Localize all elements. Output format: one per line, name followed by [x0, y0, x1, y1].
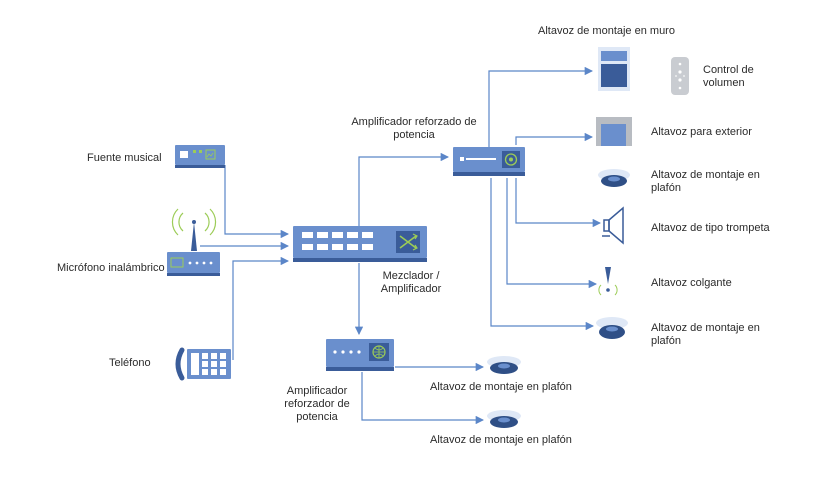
ceiling-speaker-label-3: Altavoz de montaje en plafón	[430, 381, 572, 393]
pendant-speaker-icon	[598, 267, 618, 296]
mixer-label: Mezclador / Amplificador	[380, 270, 442, 295]
outdoor-speaker-label: Altavoz para exterior	[651, 126, 752, 138]
ceiling-speaker-icon	[487, 356, 521, 374]
wireless-microphone-icon	[167, 208, 220, 276]
wire-top-amp-to-pendant	[506, 178, 598, 289]
ceiling-speaker-icon	[598, 169, 630, 187]
booster-top-label: Amplificador reforzado de potencia	[351, 116, 477, 141]
wire-mixer-to-top-amp	[358, 152, 450, 226]
wall-speaker-icon	[598, 47, 630, 91]
volume-control-label: Control de volumen	[703, 64, 754, 89]
booster-amplifier-icon	[326, 339, 394, 371]
volume-control-icon	[671, 57, 689, 95]
ceiling-speaker-label-4: Altavoz de montaje en plafón	[651, 322, 760, 347]
wire-top-amp-to-outdoor	[515, 132, 594, 145]
ceiling-speaker-icon	[487, 410, 521, 428]
music-source-icon	[175, 145, 225, 168]
phone-label: Teléfono	[109, 357, 151, 369]
booster-bottom-label: Amplificador reforzador de potencia	[284, 385, 350, 423]
outdoor-speaker-icon	[596, 117, 632, 146]
music-source-label: Fuente musical	[87, 152, 162, 164]
wire-top-amp-to-ceiling-4	[490, 178, 595, 331]
wire-phone-to-mixer	[232, 256, 290, 360]
booster-amplifier-icon	[453, 147, 525, 176]
wire-top-amp-to-wall	[488, 66, 594, 148]
telephone-icon	[175, 347, 231, 381]
horn-speaker-icon	[602, 206, 624, 245]
pendant-speaker-label: Altavoz colgante	[651, 277, 732, 289]
wire-music-to-mixer	[224, 165, 290, 239]
ceiling-speaker-label-1: Altavoz de montaje en plafón	[651, 169, 760, 194]
ceiling-speaker-icon	[596, 317, 628, 339]
wire-top-amp-to-horn	[515, 178, 602, 228]
mixer-amplifier-icon	[293, 226, 427, 262]
wire-bottom-amp-to-ceiling-5	[361, 372, 485, 425]
ceiling-speaker-label-5: Altavoz de montaje en plafón	[430, 434, 572, 446]
wireless-mic-label: Micrófono inalámbrico	[57, 262, 165, 274]
connection-lines	[200, 66, 602, 425]
horn-speaker-label: Altavoz de tipo trompeta	[651, 222, 770, 234]
wall-speaker-label: Altavoz de montaje en muro	[538, 25, 675, 37]
